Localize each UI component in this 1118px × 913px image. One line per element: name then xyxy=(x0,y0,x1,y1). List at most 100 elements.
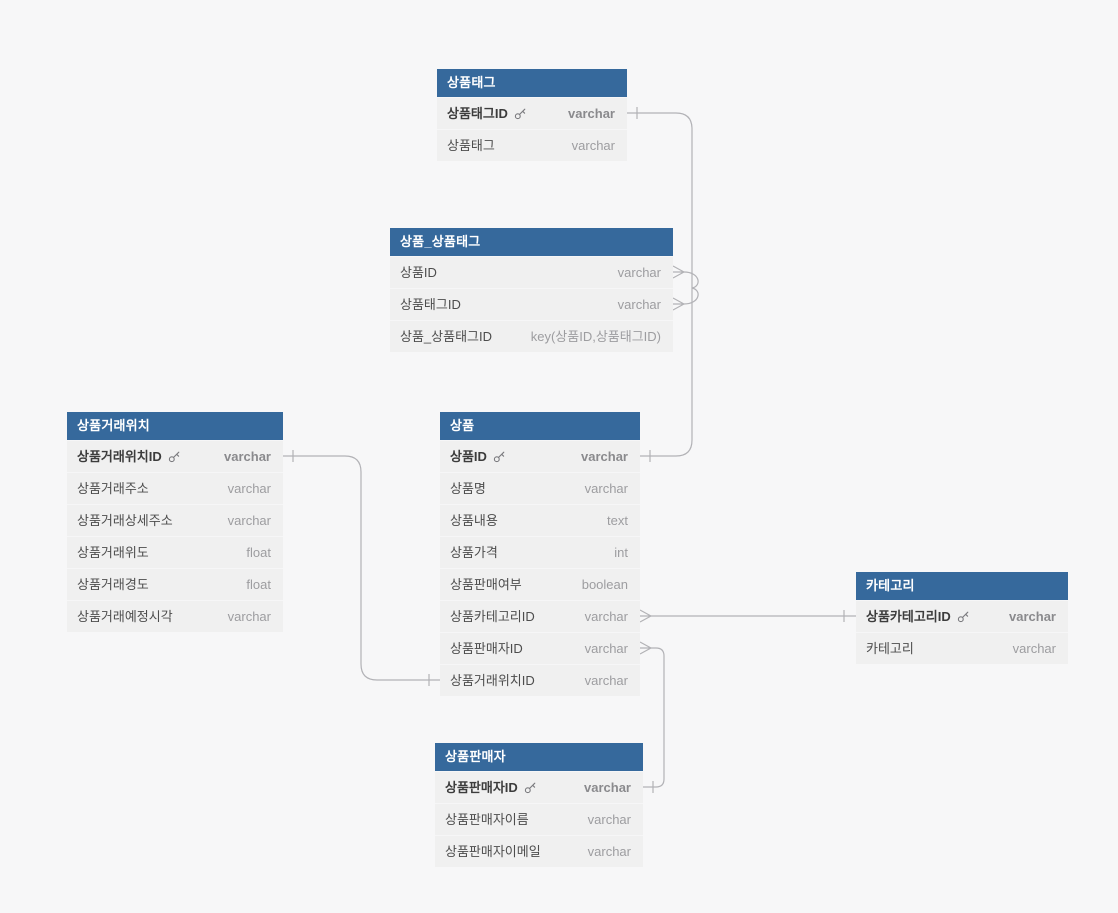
column-type: varchar xyxy=(584,608,628,624)
column-name-text: 상품판매여부 xyxy=(450,576,522,592)
relationship-connector xyxy=(672,265,699,289)
column-name-text: 상품태그ID xyxy=(447,105,508,121)
column-name: 상품거래주소 xyxy=(67,473,149,505)
table-row[interactable]: 상품거래상세주소 varchar xyxy=(67,504,283,536)
column-name-text: 상품거래위치ID xyxy=(77,448,162,464)
primary-key-icon xyxy=(168,450,181,463)
column-type: varchar xyxy=(1009,608,1056,624)
column-name-text: 상품ID xyxy=(450,448,487,464)
column-type: varchar xyxy=(584,640,628,656)
column-name-text: 상품판매자ID xyxy=(445,779,518,795)
column-name-text: 상품카테고리ID xyxy=(450,608,535,624)
table-row[interactable]: 상품거래예정시각 varchar xyxy=(67,600,283,632)
connector-line xyxy=(643,647,665,788)
column-name: 상품거래예정시각 xyxy=(67,601,173,633)
column-name: 상품내용 xyxy=(440,505,498,537)
connector-line xyxy=(683,287,699,305)
relationship-connector xyxy=(283,450,440,686)
column-name-text: 상품거래위치ID xyxy=(450,672,535,688)
column-type: varchar xyxy=(617,296,661,312)
primary-key-icon xyxy=(514,107,527,120)
table-row[interactable]: 상품가격 int xyxy=(440,536,640,568)
table-row[interactable]: 상품거래위치ID varchar xyxy=(67,440,283,472)
table-row[interactable]: 상품판매자ID varchar xyxy=(435,771,643,803)
column-name-text: 상품태그 xyxy=(447,137,495,153)
cardinality-many-crowfoot xyxy=(672,265,685,279)
entity-table-title[interactable]: 상품 xyxy=(440,412,640,440)
column-name: 상품태그ID xyxy=(437,98,527,130)
column-type: varchar xyxy=(224,448,271,464)
connector-line xyxy=(283,455,440,681)
entity-table-title[interactable]: 상품_상품태그 xyxy=(390,228,673,256)
cardinality-many-crowfoot xyxy=(639,609,652,623)
table-row[interactable]: 상품판매자ID varchar xyxy=(440,632,640,664)
column-name: 상품판매자ID xyxy=(440,633,523,665)
column-type: varchar xyxy=(1012,640,1056,656)
cardinality-many-crowfoot xyxy=(639,641,652,655)
table-row[interactable]: 상품거래경도 float xyxy=(67,568,283,600)
column-name-text: 상품거래위도 xyxy=(77,544,149,560)
table-row[interactable]: 상품카테고리ID varchar xyxy=(440,600,640,632)
column-type: varchar xyxy=(227,608,271,624)
column-name-text: 상품판매자이름 xyxy=(445,811,529,827)
column-name: 상품ID xyxy=(390,257,437,289)
entity-table-title[interactable]: 상품거래위치 xyxy=(67,412,283,440)
column-type: float xyxy=(246,576,271,592)
entity-table-title[interactable]: 상품태그 xyxy=(437,69,627,97)
primary-key-icon xyxy=(493,450,506,463)
table-row[interactable]: 상품거래주소 varchar xyxy=(67,472,283,504)
column-name-text: 상품카테고리ID xyxy=(866,608,951,624)
column-type: varchar xyxy=(568,105,615,121)
table-row[interactable]: 상품카테고리ID varchar xyxy=(856,600,1068,632)
column-name-text: 카테고리 xyxy=(866,640,914,656)
column-name-text: 상품태그ID xyxy=(400,296,461,312)
column-name: 상품판매자이메일 xyxy=(435,836,541,868)
column-name-text: 상품_상품태그ID xyxy=(400,328,492,344)
table-row[interactable]: 상품판매자이름 varchar xyxy=(435,803,643,835)
column-name: 상품거래위도 xyxy=(67,537,149,569)
entity-table-title[interactable]: 상품판매자 xyxy=(435,743,643,771)
column-name: 상품거래위치ID xyxy=(440,665,535,697)
column-name: 상품태그 xyxy=(437,130,495,162)
cardinality-many-crowfoot xyxy=(672,297,685,311)
column-type: varchar xyxy=(227,512,271,528)
column-type: varchar xyxy=(587,811,631,827)
entity-table-title[interactable]: 카테고리 xyxy=(856,572,1068,600)
table-row[interactable]: 상품태그ID varchar xyxy=(390,288,673,320)
primary-key-icon xyxy=(524,781,537,794)
column-type: varchar xyxy=(584,672,628,688)
column-name: 상품판매자ID xyxy=(435,772,537,804)
column-name-text: 상품거래주소 xyxy=(77,480,149,496)
column-name-text: 상품거래상세주소 xyxy=(77,512,173,528)
column-name: 상품거래상세주소 xyxy=(67,505,173,537)
table-row[interactable]: 카테고리 varchar xyxy=(856,632,1068,664)
column-name-text: 상품ID xyxy=(400,264,437,280)
column-type: int xyxy=(614,544,628,560)
relationship-connector xyxy=(627,107,693,462)
column-name-text: 상품명 xyxy=(450,480,486,496)
column-name-text: 상품판매자ID xyxy=(450,640,523,656)
column-type: varchar xyxy=(227,480,271,496)
table-row[interactable]: 상품거래위치ID varchar xyxy=(440,664,640,696)
column-type: varchar xyxy=(584,779,631,795)
column-name: 상품가격 xyxy=(440,537,498,569)
table-row[interactable]: 상품태그ID varchar xyxy=(437,97,627,129)
column-name: 상품거래경도 xyxy=(67,569,149,601)
